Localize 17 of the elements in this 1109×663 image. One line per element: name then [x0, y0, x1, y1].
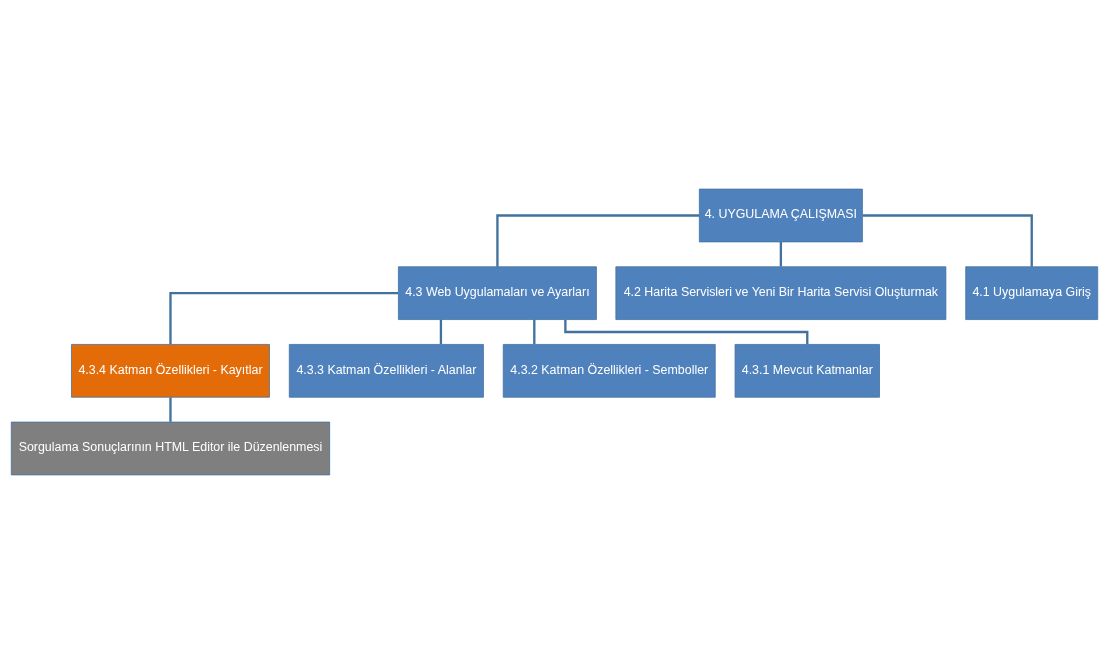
- node-box: 4.2 Harita Servisleri ve Yeni Bir Harita Servisi Oluşturmak: [615, 265, 947, 320]
- node-box: 4.3.3 Katman Özellikleri - Alanlar: [288, 343, 484, 398]
- node-box: 4.3.4 Katman Özellikleri - Kayıtlar: [71, 343, 270, 398]
- connector: [169, 396, 172, 422]
- connector: [169, 291, 399, 344]
- node-box: 4.1 Uygulamaya Giriş: [965, 265, 1099, 320]
- node-box: 4.3.1 Mevcut Katmanlar: [734, 343, 880, 398]
- connector: [564, 319, 809, 344]
- node-box: 4.3 Web Uygulamaları ve Ayarları: [398, 265, 597, 320]
- node-box: 4. UYGULAMA ÇALIŞMASI: [698, 188, 863, 242]
- node-box: Sorgulama Sonuçlarının HTML Editor ile Düzenlenmesi: [10, 421, 331, 475]
- connector: [496, 213, 700, 267]
- connector: [533, 319, 536, 344]
- connector: [779, 241, 783, 266]
- connector: [439, 319, 443, 344]
- connector: [862, 213, 1033, 267]
- node-box: 4.3.2 Katman Özellikleri - Semboller: [502, 343, 716, 398]
